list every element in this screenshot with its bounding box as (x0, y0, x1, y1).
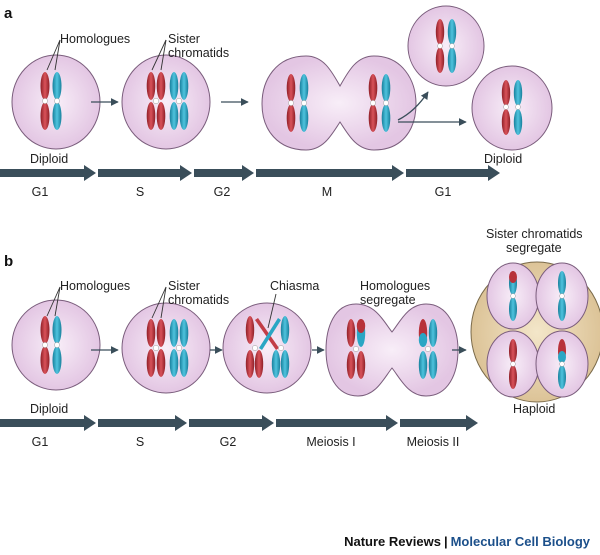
gamete-bottom-left (486, 330, 540, 398)
panel-a-letter: a (4, 5, 13, 22)
gamete-top-right (535, 262, 589, 330)
label-homologues-b: Homologues (60, 279, 130, 293)
cell-a-g1 (11, 54, 101, 150)
cell-b-haploid (470, 261, 600, 403)
phase-label-a-m: M (322, 185, 332, 199)
timeline-a: G1 S G2 M G1 (0, 165, 500, 199)
label-homologues-a: Homologues (60, 32, 130, 46)
phase-label-a-g1: G1 (32, 185, 49, 199)
chromosome-red (40, 72, 50, 130)
phase-arrow-a-g1 (0, 165, 96, 181)
pointer-line-chiasma (267, 293, 277, 329)
label-sister-segregate-2: segregate (506, 241, 562, 255)
label-diploid-b: Diploid (30, 402, 68, 416)
phase-label-a-g2: G2 (214, 185, 231, 199)
phase-arrow-b-meiosis-i (276, 415, 398, 431)
pointer-lines-sister-b (151, 286, 167, 319)
cell-a-m-dividing (261, 55, 417, 151)
sister-chromatids-blue (169, 72, 189, 130)
pointer-lines-homologues-a (46, 39, 61, 71)
phase-arrow-b-g1 (0, 415, 96, 431)
chiasma-crossover (255, 318, 279, 350)
credit-separator: | (443, 534, 448, 549)
label-sister-b-2: chromatids (168, 293, 229, 307)
phase-label-b-g2: G2 (220, 435, 237, 449)
cell-b-g1 (11, 299, 101, 391)
cell-a-daughter-top (407, 5, 485, 87)
recombinant-chromosomes-left (346, 319, 366, 379)
label-sister-a-2: chromatids (168, 46, 229, 60)
panel-b-letter: b (4, 253, 13, 270)
panel-b: b Homologues (0, 227, 600, 449)
label-homologues-segregate-2: segregate (360, 293, 416, 307)
label-diploid-a-start: Diploid (30, 152, 68, 166)
label-homologues-segregate-1: Homologues (360, 279, 430, 293)
phase-arrow-b-s (98, 415, 187, 431)
recombinant-chromosomes-right (418, 319, 438, 379)
phase-arrow-b-g2 (189, 415, 274, 431)
phase-label-b-s: S (136, 435, 144, 449)
cell-b-s (121, 302, 211, 394)
timeline-b: G1 S G2 Meiosis I Meiosis II (0, 415, 478, 449)
cell-a-s (121, 54, 211, 150)
cell-b-meiosis-i-dividing (325, 303, 459, 397)
phase-label-a-s: S (136, 185, 144, 199)
publisher-name: Nature Reviews (344, 534, 441, 549)
phase-arrow-b-meiosis-ii (400, 415, 478, 431)
label-sister-segregate-1: Sister chromatids (486, 227, 583, 241)
chromosomes-right-daughter (368, 74, 391, 132)
phase-label-a-g1-end: G1 (435, 185, 452, 199)
journal-name: Molecular Cell Biology (450, 534, 590, 549)
phase-label-b-g1: G1 (32, 435, 49, 449)
phase-arrow-a-m (256, 165, 404, 181)
phase-arrow-a-g1-end (406, 165, 500, 181)
gamete-bottom-right (535, 330, 589, 398)
pointer-lines-homologues-b (46, 286, 61, 317)
panel-a: a Homologues (0, 5, 553, 199)
journal-credit: Nature Reviews|Molecular Cell Biology (344, 534, 590, 549)
label-sister-b-1: Sister (168, 279, 200, 293)
label-diploid-a-end: Diploid (484, 152, 522, 166)
pointer-lines-sister-a (151, 39, 167, 71)
phase-label-b-meiosis-ii: Meiosis II (407, 435, 460, 449)
cell-b-chiasma (222, 302, 312, 394)
chromosomes-left-daughter (286, 74, 309, 132)
sister-chromatids-red (146, 72, 166, 130)
phase-arrow-a-g2 (194, 165, 254, 181)
chromosome-blue (52, 72, 62, 130)
label-haploid: Haploid (513, 402, 555, 416)
gamete-top-left (486, 262, 540, 330)
phase-label-b-meiosis-i: Meiosis I (306, 435, 355, 449)
label-sister-a-1: Sister (168, 32, 200, 46)
phase-arrow-a-s (98, 165, 192, 181)
label-chiasma: Chiasma (270, 279, 319, 293)
cell-a-daughter-bottom (471, 65, 553, 151)
arrow-a-up (397, 91, 429, 121)
